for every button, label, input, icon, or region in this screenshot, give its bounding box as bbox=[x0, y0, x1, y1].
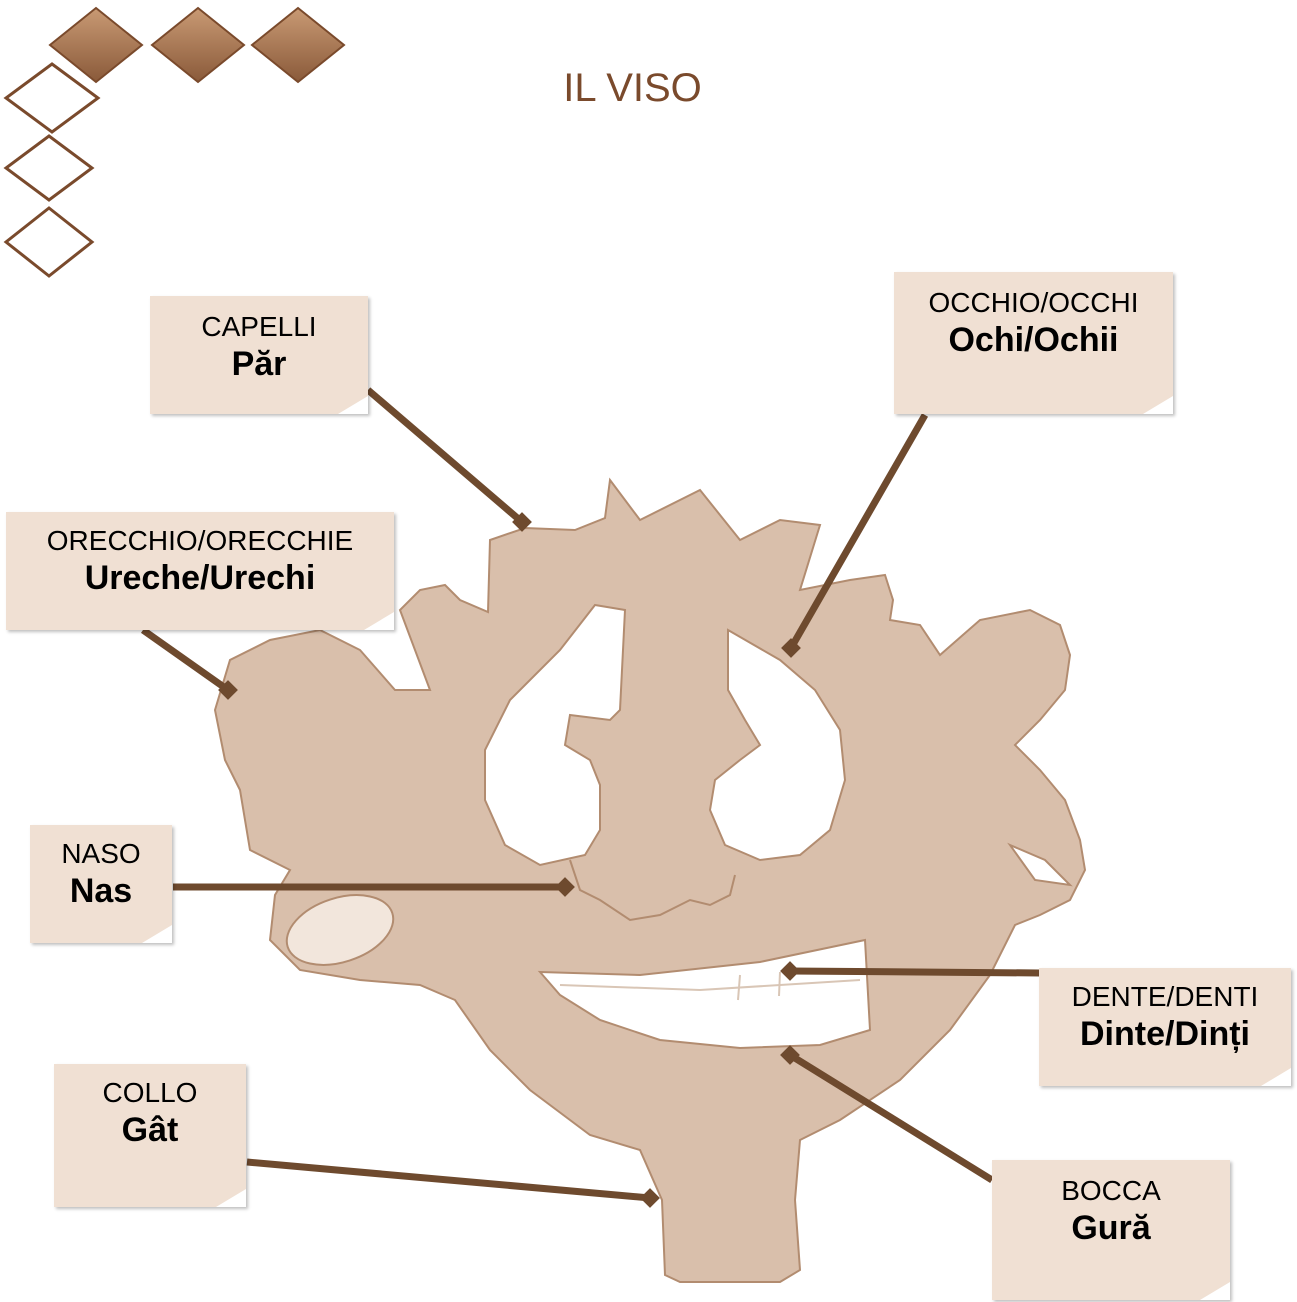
label-romanian: Gură bbox=[1071, 1209, 1151, 1247]
diamond-icon bbox=[250, 6, 346, 84]
diamond-icon bbox=[150, 6, 246, 84]
page-curl-icon bbox=[216, 1189, 246, 1207]
diamond-icon bbox=[3, 206, 95, 278]
label-tooth: DENTE/DENTI Dinte/Dinți bbox=[1039, 968, 1291, 1086]
page-curl-icon bbox=[364, 612, 394, 630]
label-ear: ORECCHIO/ORECCHIE Ureche/Urechi bbox=[6, 512, 394, 630]
label-italian: BOCCA bbox=[1061, 1175, 1161, 1206]
label-italian: COLLO bbox=[102, 1077, 198, 1108]
label-italian: DENTE/DENTI bbox=[1071, 981, 1259, 1012]
diamond-decoration bbox=[3, 6, 346, 278]
connector-hair bbox=[365, 387, 525, 525]
label-neck: COLLO Gât bbox=[54, 1064, 246, 1207]
label-hair: CAPELLI Păr bbox=[150, 296, 368, 414]
page-curl-icon bbox=[1261, 1068, 1291, 1086]
page-title: IL VISO bbox=[563, 66, 702, 110]
connector-neck bbox=[246, 1158, 651, 1202]
connector-tooth bbox=[789, 967, 1041, 977]
label-italian: OCCHIO/OCCHI bbox=[928, 287, 1139, 318]
diamond-icon bbox=[3, 134, 95, 202]
label-romanian: Dinte/Dinți bbox=[1080, 1015, 1250, 1053]
label-italian: ORECCHIO/ORECCHIE bbox=[46, 525, 354, 556]
diamond-icon bbox=[48, 6, 144, 84]
diamond-icon bbox=[3, 62, 101, 134]
label-italian: NASO bbox=[61, 838, 141, 869]
connector-mouth bbox=[788, 1052, 994, 1183]
page-curl-icon bbox=[142, 925, 172, 943]
connector-ear bbox=[140, 627, 231, 693]
label-romanian: Ureche/Urechi bbox=[84, 559, 316, 597]
label-romanian: Nas bbox=[69, 872, 133, 910]
page-curl-icon bbox=[1143, 396, 1173, 414]
page-curl-icon bbox=[1200, 1282, 1230, 1300]
connectors bbox=[140, 387, 1041, 1208]
label-eye: OCCHIO/OCCHI Ochi/Ochii bbox=[894, 272, 1173, 414]
face-shape bbox=[213, 477, 1087, 1283]
label-romanian: Gât bbox=[121, 1111, 179, 1149]
label-romanian: Păr bbox=[231, 345, 287, 383]
label-nose: NASO Nas bbox=[30, 825, 172, 943]
label-italian: CAPELLI bbox=[201, 311, 317, 342]
label-mouth: BOCCA Gură bbox=[992, 1160, 1230, 1300]
label-romanian: Ochi/Ochii bbox=[948, 321, 1119, 359]
connector-eye bbox=[787, 413, 929, 650]
page-curl-icon bbox=[338, 396, 368, 414]
